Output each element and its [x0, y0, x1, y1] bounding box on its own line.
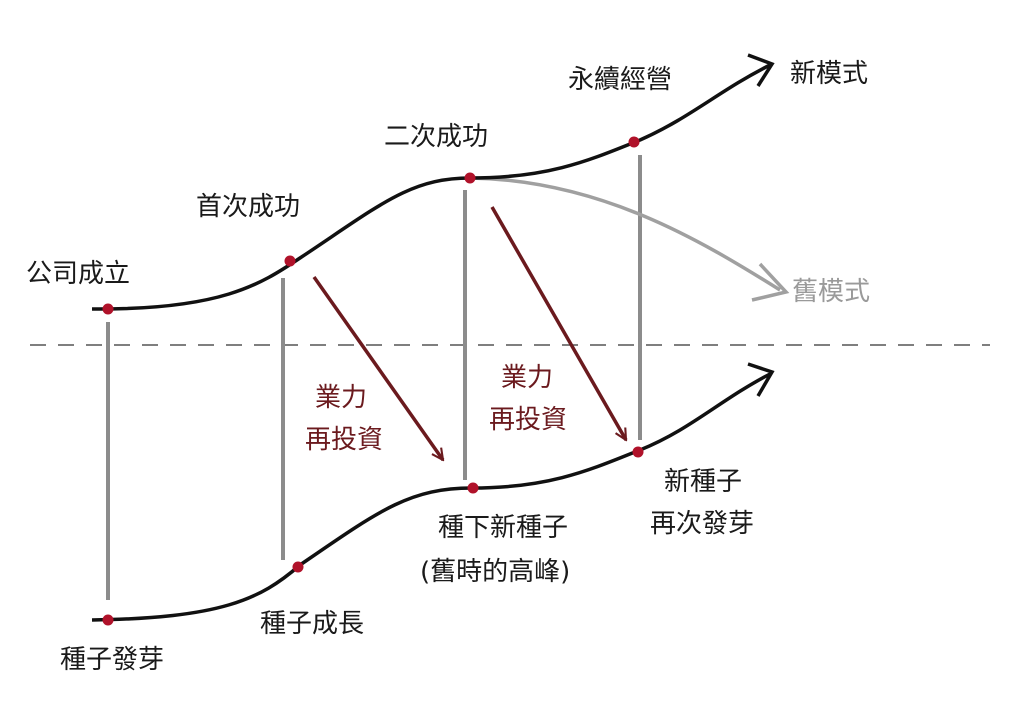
- label-plant-new-seed-line1: 種下新種子: [438, 513, 568, 543]
- label-new-model: 新模式: [790, 59, 868, 89]
- label-seed-sprout: 種子發芽: [60, 645, 164, 675]
- lower-arrowhead: [747, 362, 775, 397]
- dot-second-success: [464, 172, 476, 184]
- label-reinvest-2-line2: 再投資: [489, 405, 567, 435]
- dot-sustainable: [628, 136, 640, 148]
- label-seed-growth: 種子成長: [260, 609, 364, 639]
- label-reinvest-2-line1: 業力: [501, 363, 553, 393]
- upper-growth-curve: [91, 63, 771, 311]
- label-sustainable: 永續經營: [568, 65, 672, 95]
- label-company-founded: 公司成立: [26, 259, 130, 289]
- label-reinvest-1-line1: 業力: [315, 383, 367, 413]
- dot-first-success: [284, 255, 296, 267]
- label-second-success: 二次成功: [384, 122, 488, 152]
- old-model-arrowhead: [751, 262, 790, 302]
- label-reinvest-1-line2: 再投資: [305, 425, 383, 455]
- label-first-success: 首次成功: [196, 192, 300, 222]
- label-new-seed-line2: 再次發芽: [650, 509, 754, 539]
- label-plant-new-seed-line2: (舊時的高峰): [420, 557, 570, 587]
- reinvest-arrow-2: [490, 206, 628, 440]
- lower-growth-curve: [91, 372, 771, 622]
- dot-new-seed: [632, 446, 644, 458]
- reinvest-arrow-1: [312, 275, 445, 460]
- dot-seed-growth: [292, 561, 304, 573]
- upper-arrowhead: [747, 53, 775, 87]
- label-new-seed-line1: 新種子: [664, 467, 742, 497]
- dot-plant-new-seed: [467, 482, 479, 494]
- label-old-model: 舊模式: [792, 277, 870, 307]
- dot-company-founded: [102, 303, 114, 315]
- old-model-curve: [469, 176, 781, 292]
- dot-seed-sprout: [102, 614, 114, 626]
